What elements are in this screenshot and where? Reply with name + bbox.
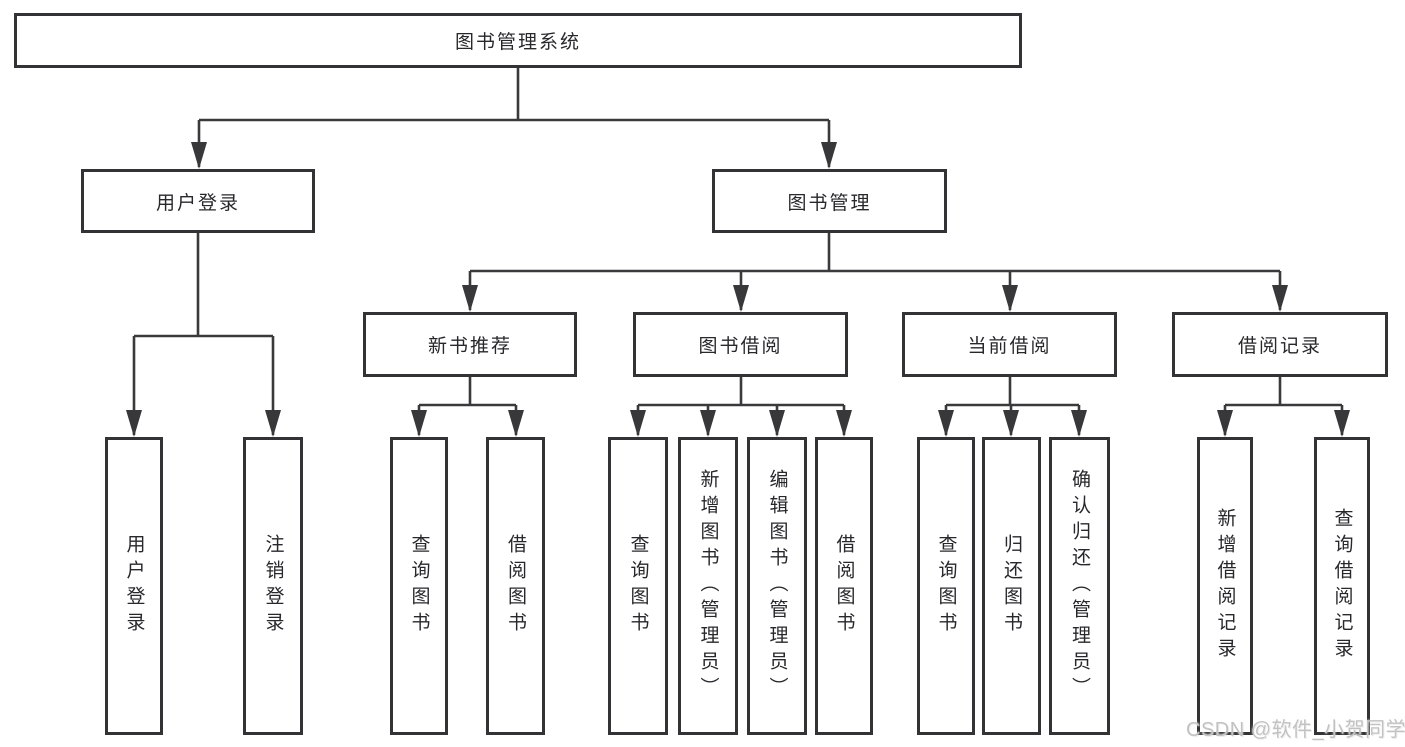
node-new-book-recommend-label: 新书推荐 (427, 336, 512, 357)
node-query-borrow-record: 查询借阅记录 (1314, 437, 1370, 735)
node-current-borrow: 当前借阅 (902, 312, 1117, 377)
node-confirm-return-admin: 确认归还（管理员） (1049, 437, 1110, 735)
node-edit-book-admin-label: 编辑图书（管理员） (766, 469, 788, 703)
csdn-watermark: CSDN @软件_小贺同学 (1186, 719, 1405, 741)
node-borrow-books-leaf-label: 借阅图书 (833, 534, 855, 638)
node-add-borrow-record: 新增借阅记录 (1197, 437, 1253, 735)
node-add-borrow-record-label: 新增借阅记录 (1214, 508, 1236, 664)
node-borrow-books-recommend: 借阅图书 (486, 437, 545, 735)
node-user-login-leaf-label: 用户登录 (123, 534, 145, 638)
node-book-borrow: 图书借阅 (633, 312, 848, 377)
node-confirm-return-admin-label: 确认归还（管理员） (1069, 469, 1090, 703)
node-logout-leaf-label: 注销登录 (262, 534, 284, 638)
node-current-borrow-label: 当前借阅 (967, 336, 1052, 357)
node-add-book-admin-label: 新增图书（管理员） (697, 469, 719, 703)
node-borrow-records: 借阅记录 (1172, 312, 1388, 377)
node-borrow-books-leaf: 借阅图书 (815, 437, 873, 735)
node-new-book-recommend: 新书推荐 (363, 312, 577, 377)
node-add-book-admin: 新增图书（管理员） (678, 437, 738, 735)
node-edit-book-admin: 编辑图书（管理员） (747, 437, 807, 735)
arrowheads (126, 142, 1350, 437)
node-borrow-books-recommend-label: 借阅图书 (505, 534, 526, 638)
node-logout-leaf: 注销登录 (243, 437, 303, 735)
node-book-management-label: 图书管理 (787, 192, 872, 214)
node-user-login-label: 用户登录 (155, 192, 240, 214)
node-query-books-borrow-label: 查询图书 (627, 534, 649, 638)
node-query-books-recommend-label: 查询图书 (408, 534, 430, 638)
node-book-management: 图书管理 (712, 169, 947, 233)
node-user-login: 用户登录 (81, 169, 315, 233)
node-query-borrow-record-label: 查询借阅记录 (1331, 508, 1353, 664)
node-user-login-leaf: 用户登录 (105, 437, 163, 735)
node-library-system: 图书管理系统 (14, 13, 1022, 68)
node-return-book: 归还图书 (982, 437, 1041, 735)
node-query-books-recommend: 查询图书 (390, 437, 448, 735)
node-return-book-label: 归还图书 (1001, 534, 1022, 638)
node-book-borrow-label: 图书借阅 (698, 336, 783, 357)
node-query-books-current-label: 查询图书 (935, 534, 957, 638)
node-query-books-current: 查询图书 (917, 437, 975, 735)
node-library-system-label: 图书管理系统 (454, 32, 581, 53)
node-query-books-borrow: 查询图书 (608, 437, 668, 735)
node-borrow-records-label: 借阅记录 (1237, 336, 1322, 357)
